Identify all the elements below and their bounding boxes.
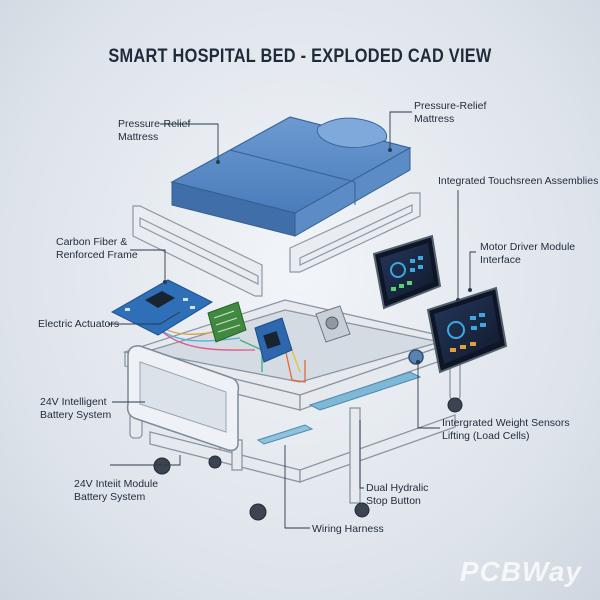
label-actuators: Electric Actuators: [38, 318, 120, 330]
pcb-controller: [254, 317, 293, 363]
leader-dots: [163, 148, 472, 364]
weight-sensor-strip: [308, 371, 422, 411]
mattress: [170, 116, 412, 237]
touchscreen-front: [426, 286, 508, 374]
motor-module: [315, 305, 351, 343]
label-frame: Carbon Fiber &Renforced Frame: [56, 236, 138, 261]
frame-rails: [132, 192, 421, 297]
pcb-board-green: [207, 301, 247, 343]
label-wiring: Wiring Harness: [312, 523, 384, 535]
watermark-logo: PCBWay: [459, 556, 582, 587]
touchscreen-back: [372, 234, 442, 310]
page-title: SMART HOSPITAL BED - EXPLODED CAD VIEW: [108, 46, 492, 67]
casters: [153, 397, 463, 521]
leader-lines: [108, 111, 476, 529]
pcb-board-blue: [110, 279, 214, 336]
label-touchscreen: Integrated Touchsreen Assemblies: [438, 175, 599, 187]
actuator-strip: [256, 424, 314, 445]
control-knob: [408, 349, 424, 365]
headboard: [126, 345, 240, 452]
